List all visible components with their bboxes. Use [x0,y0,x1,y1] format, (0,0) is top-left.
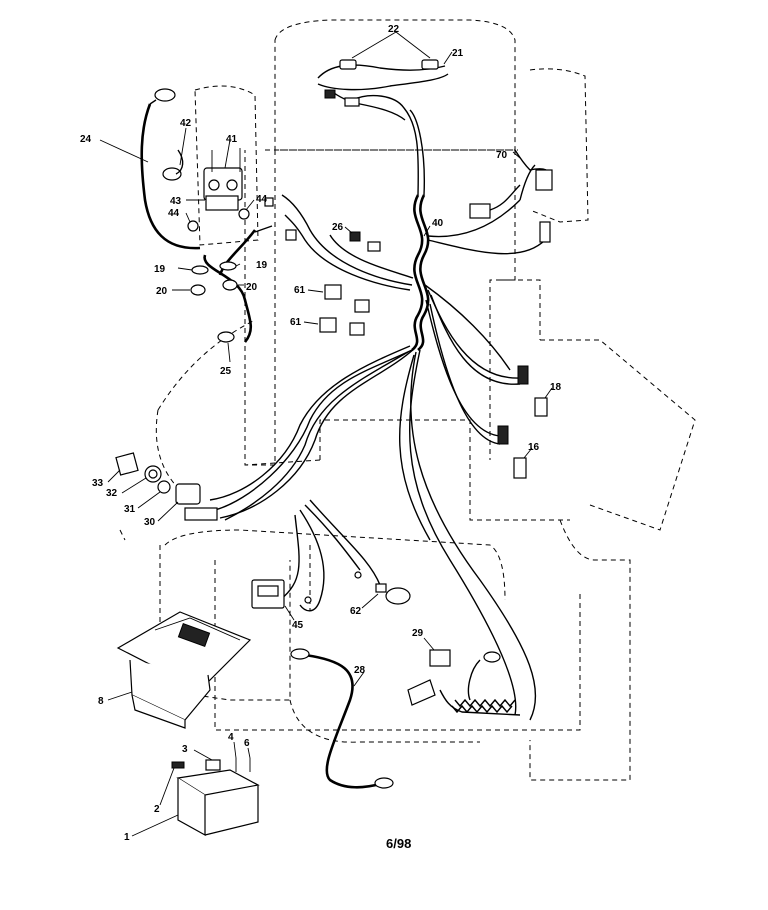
ring-terminal-28-bottom [374,777,394,789]
terminal-bolt-2 [171,761,185,769]
ignition-assembly [115,452,218,521]
ignition-switch-30 [175,483,201,505]
nut-20-right [222,279,238,291]
washer-44-left [187,220,199,232]
relays [319,231,381,336]
callout-28: 28 [354,665,366,676]
callout-24: 24 [80,134,92,145]
washer-19-left [191,265,209,275]
main-wire-harness [209,94,546,721]
washer-19-right [219,261,237,271]
battery-box-8 [116,611,252,729]
callout-30: 30 [144,517,156,528]
washer-31 [157,480,171,494]
callout-45: 45 [292,620,304,631]
ring-terminal-24 [154,88,176,102]
callout-40: 40 [432,218,444,229]
relay-61-lower [319,317,337,333]
nut-20-left [190,284,206,296]
callout-25: 25 [220,366,232,377]
callout-19-left: 19 [154,264,166,275]
callout-70: 70 [496,150,508,161]
callout-26: 26 [332,222,344,233]
revision-date: 6/98 [386,836,411,851]
connector-mid-right [469,203,491,219]
solenoid-43 [162,148,250,232]
callout-44-left: 44 [168,208,180,219]
ring-terminal-28-top [290,648,310,660]
switch-16 [513,457,527,479]
callout-4: 4 [228,732,234,743]
meter-45 [251,571,411,609]
callout-20-left: 20 [156,286,168,297]
callout-29: 29 [412,628,424,639]
callout-22: 22 [388,24,400,35]
cable-28 [290,648,501,789]
connector-right-upper [539,221,551,243]
callout-32: 32 [106,488,118,499]
relay-61-upper [324,284,342,300]
callout-8: 8 [98,696,104,707]
connector-top [324,89,336,99]
callout-33: 33 [92,478,104,489]
battery-1 [171,758,260,837]
connector-22-left [339,59,357,70]
callout-41: 41 [226,134,238,145]
callout-16: 16 [528,442,540,453]
callout-42: 42 [180,118,192,129]
callout-18: 18 [550,382,562,393]
top-harness [317,59,449,121]
callout-3: 3 [182,744,188,755]
callout-61-lower: 61 [290,317,302,328]
callout-31: 31 [124,504,136,515]
leader-lines [99,31,553,837]
callout-6: 6 [244,738,250,749]
callout-21: 21 [452,48,464,59]
callout-44-right: 44 [256,194,268,205]
callout-20-right: 20 [246,282,258,293]
cable-24 [140,88,201,250]
callout-43: 43 [170,196,182,207]
connector-22-right [421,59,439,70]
right-connectors [469,149,553,479]
callout-1: 1 [124,832,130,843]
callout-19-right: 19 [256,260,268,271]
connector-70 [535,169,553,191]
washer-44-right [238,208,250,220]
connector-26-a [349,231,361,242]
callout-labels: 22 21 24 42 41 43 44 44 70 40 26 19 19 2… [80,24,562,843]
connector-top-2 [344,97,360,107]
fuse-holder-29 [429,649,451,667]
part-62 [375,583,387,593]
callout-61-upper: 61 [294,285,306,296]
key-33 [115,452,139,476]
part-42 [162,167,182,181]
callout-62: 62 [350,606,362,617]
callout-2: 2 [154,804,160,815]
ring-terminal-25 [217,331,235,343]
switch-18 [534,397,548,417]
cable-25 [190,197,297,343]
connector-bottom [407,679,436,706]
connector-26-b [367,241,381,252]
